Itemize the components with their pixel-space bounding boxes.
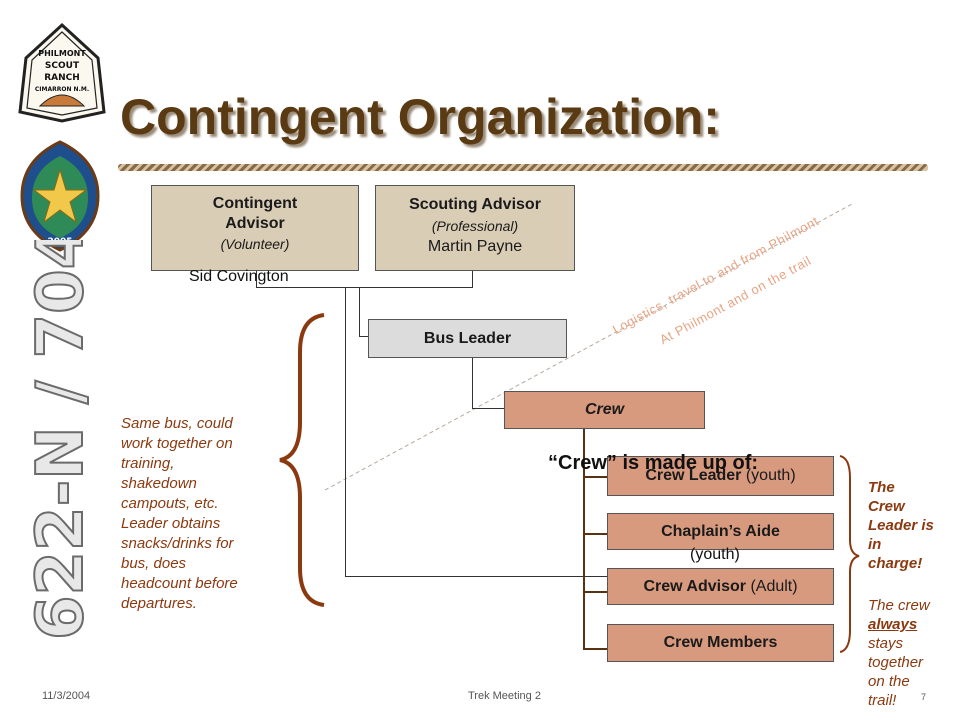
- crew-advisor-suffix: (Adult): [750, 578, 798, 595]
- leader-note-line: charge!: [868, 555, 923, 572]
- side-label: 622-N / 704-L: [23, 240, 99, 641]
- together-note-line: on the: [868, 673, 910, 690]
- together-note-line: together: [868, 654, 924, 671]
- crew-leader-box: Crew Leader (youth): [607, 456, 834, 496]
- bus-note-line: snacks/drinks for: [121, 535, 234, 552]
- bus-note-line: shakedown: [121, 475, 197, 492]
- chaplains-aide-box: Chaplain’s Aide: [607, 513, 834, 550]
- bus-note-line: departures.: [121, 595, 197, 612]
- bus-note-line: Same bus, could: [121, 415, 233, 432]
- side-label-text: 622-N / 704-L: [24, 240, 98, 640]
- footer-title: Trek Meeting 2: [468, 690, 541, 702]
- connector: [359, 288, 360, 336]
- together-note-line: The crew: [868, 597, 930, 614]
- scouting-advisor-subtitle: (Professional): [431, 218, 519, 234]
- bus-leader-box: Bus Leader: [368, 319, 567, 358]
- crew-members-box: Crew Members: [607, 624, 834, 662]
- bus-note-line: work together on: [121, 435, 233, 452]
- leader-note-line: Crew: [868, 498, 905, 515]
- footer-date: 11/3/2004: [42, 690, 91, 702]
- right-brace: [839, 455, 860, 653]
- connector: [345, 576, 607, 577]
- connector: [359, 336, 369, 337]
- connector: [472, 408, 504, 409]
- together-note-line: trail!: [868, 692, 897, 709]
- bus-note-line: training,: [121, 455, 175, 472]
- crew-branch: [583, 591, 607, 593]
- scouting-advisor-title: Scouting Advisor: [409, 196, 541, 213]
- connector: [345, 288, 346, 576]
- leader-note-line: The: [868, 479, 895, 496]
- philmont-logo: PHILMONT SCOUT RANCH CIMARRON N.M.: [18, 22, 106, 123]
- leader-note-line: in: [868, 536, 882, 553]
- crew-branch: [583, 648, 607, 650]
- scouting-advisor-name: Martin Payne: [427, 238, 523, 255]
- page-title: Contingent Organization:: [120, 89, 720, 145]
- patch-year: 2005: [47, 237, 72, 247]
- left-brace: [279, 313, 325, 607]
- connector: [256, 270, 257, 288]
- bus-note-line: Leader obtains: [121, 515, 221, 532]
- contingent-advisor-line1: Contingent: [212, 195, 298, 212]
- bus-note: Same bus, could work together on trainin…: [121, 414, 281, 614]
- together-note-always: always: [868, 616, 918, 633]
- leader-in-charge-note: The Crew Leader is in charge!: [868, 478, 958, 573]
- logo-text-1: PHILMONT: [38, 49, 86, 58]
- crew-advisor-box: Crew Advisor (Adult): [607, 568, 834, 605]
- crew-made-up-of: “Crew” is made up of:: [548, 452, 759, 474]
- rope-divider: [118, 164, 928, 171]
- leader-note-line: Leader is: [868, 517, 934, 534]
- contingent-advisor-subtitle: (Volunteer): [220, 236, 290, 252]
- contingent-patch: 2005: [20, 140, 100, 252]
- chaplains-aide-suffix: (youth): [690, 546, 740, 563]
- connector: [472, 357, 473, 408]
- crew-advisor-title: Crew Advisor: [643, 578, 746, 595]
- connector: [472, 270, 473, 288]
- crew-branch: [583, 533, 607, 535]
- bus-note-line: headcount before: [121, 575, 238, 592]
- crew-trunk: [583, 428, 585, 650]
- together-note-line: stays: [868, 635, 904, 652]
- footer-page-number: 7: [921, 692, 927, 702]
- logo-text-4: CIMARRON N.M.: [35, 86, 89, 93]
- crew-together-note: The crew always stays together on the tr…: [868, 596, 958, 710]
- crew-leader-suffix: (youth): [745, 467, 796, 484]
- crew-leader-title: Crew Leader: [645, 467, 742, 484]
- bus-note-line: bus, does: [121, 555, 187, 572]
- logo-text-2: SCOUT: [45, 61, 80, 71]
- contingent-advisor-box: Contingent Advisor (Volunteer): [151, 185, 359, 271]
- contingent-advisor-name: Sid Covington: [189, 268, 289, 285]
- crew-box: Crew: [504, 391, 705, 429]
- scouting-advisor-box: Scouting Advisor (Professional) Martin P…: [375, 185, 575, 271]
- contingent-advisor-line2: Advisor: [225, 215, 285, 232]
- bus-note-line: campouts, etc.: [121, 495, 219, 512]
- crew-branch: [583, 476, 607, 478]
- connector: [256, 287, 473, 288]
- logo-text-3: RANCH: [44, 73, 80, 83]
